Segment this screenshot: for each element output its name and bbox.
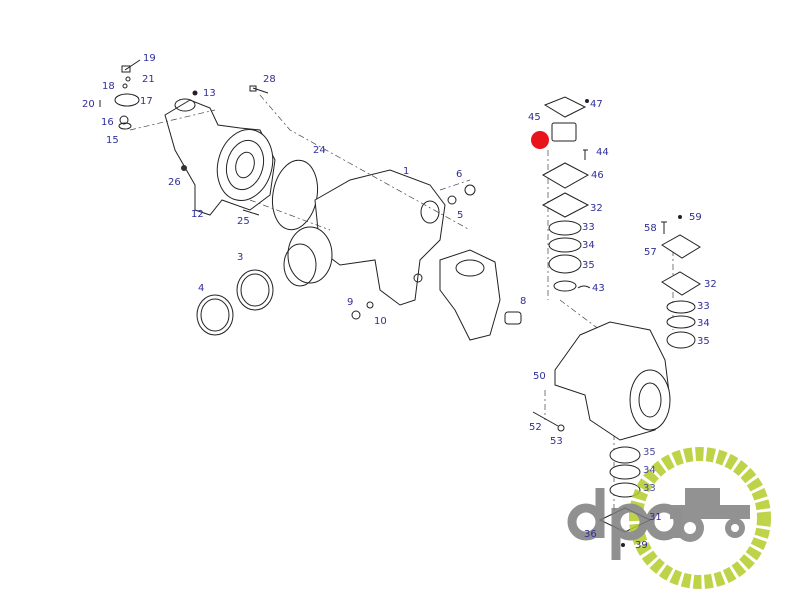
callout-43[interactable]: 43 [592,283,605,294]
callout-47[interactable]: 47 [590,99,603,110]
callout-35[interactable]: 35 [643,447,656,458]
callout-45[interactable]: 45 [528,112,541,123]
small-parts-5-10[interactable] [351,184,476,320]
tractor-icon [670,488,750,542]
callout-33[interactable]: 33 [582,222,595,233]
callout-32[interactable]: 32 [590,203,603,214]
highlight-marker[interactable] [531,131,549,149]
callout-33[interactable]: 33 [643,483,656,494]
callout-39[interactable]: 39 [635,540,648,551]
callout-28[interactable]: 28 [263,74,276,85]
callout-20[interactable]: 20 [82,99,95,110]
callout-15[interactable]: 15 [106,135,119,146]
callout-5[interactable]: 5 [457,210,463,221]
callout-58[interactable]: 58 [644,223,657,234]
callout-18[interactable]: 18 [102,81,115,92]
swivel-bracket-8[interactable] [439,249,522,341]
callout-24[interactable]: 24 [313,145,326,156]
guide-lines [129,94,674,520]
bushings-3-4[interactable] [196,269,274,336]
callout-21[interactable]: 21 [142,74,155,85]
callout-34[interactable]: 34 [697,318,710,329]
callout-35[interactable]: 35 [582,260,595,271]
callout-59[interactable]: 59 [689,212,702,223]
small-parts-15-21[interactable] [99,59,269,216]
callout-19[interactable]: 19 [143,53,156,64]
callout-35[interactable]: 35 [697,336,710,347]
callout-33[interactable]: 33 [697,301,710,312]
callout-32[interactable]: 32 [704,279,717,290]
callout-13[interactable]: 13 [203,88,216,99]
callout-6[interactable]: 6 [456,169,462,180]
callout-17[interactable]: 17 [140,96,153,107]
hub-housing-12[interactable] [164,98,280,216]
seal-ring-24[interactable] [267,157,322,234]
callout-26[interactable]: 26 [168,177,181,188]
callout-9[interactable]: 9 [347,297,353,308]
watermark-lettering [567,488,683,560]
callout-50[interactable]: 50 [533,371,546,382]
callout-57[interactable]: 57 [644,247,657,258]
axle-housing-1[interactable] [283,169,446,306]
callout-44[interactable]: 44 [596,147,609,158]
dpa-watermark-logo [567,447,771,589]
steering-knuckle-50[interactable] [532,321,671,441]
callout-52[interactable]: 52 [529,422,542,433]
callout-4[interactable]: 4 [198,283,204,294]
king-pin-stack-right[interactable] [661,215,701,349]
callout-34[interactable]: 34 [582,240,595,251]
callout-31[interactable]: 31 [649,512,662,523]
callout-36[interactable]: 36 [584,529,597,540]
callout-labels: 19 21 18 20 17 16 15 13 28 24 26 12 25 1… [82,53,717,551]
king-pin-stack-upper[interactable] [541,96,591,292]
callout-34[interactable]: 34 [643,465,656,476]
callout-53[interactable]: 53 [550,436,563,447]
callout-8[interactable]: 8 [520,296,526,307]
callout-12[interactable]: 12 [191,209,204,220]
callout-25[interactable]: 25 [237,216,250,227]
callout-10[interactable]: 10 [374,316,387,327]
callout-3[interactable]: 3 [237,252,243,263]
callout-46[interactable]: 46 [591,170,604,181]
callout-16[interactable]: 16 [101,117,114,128]
callout-1[interactable]: 1 [403,166,409,177]
